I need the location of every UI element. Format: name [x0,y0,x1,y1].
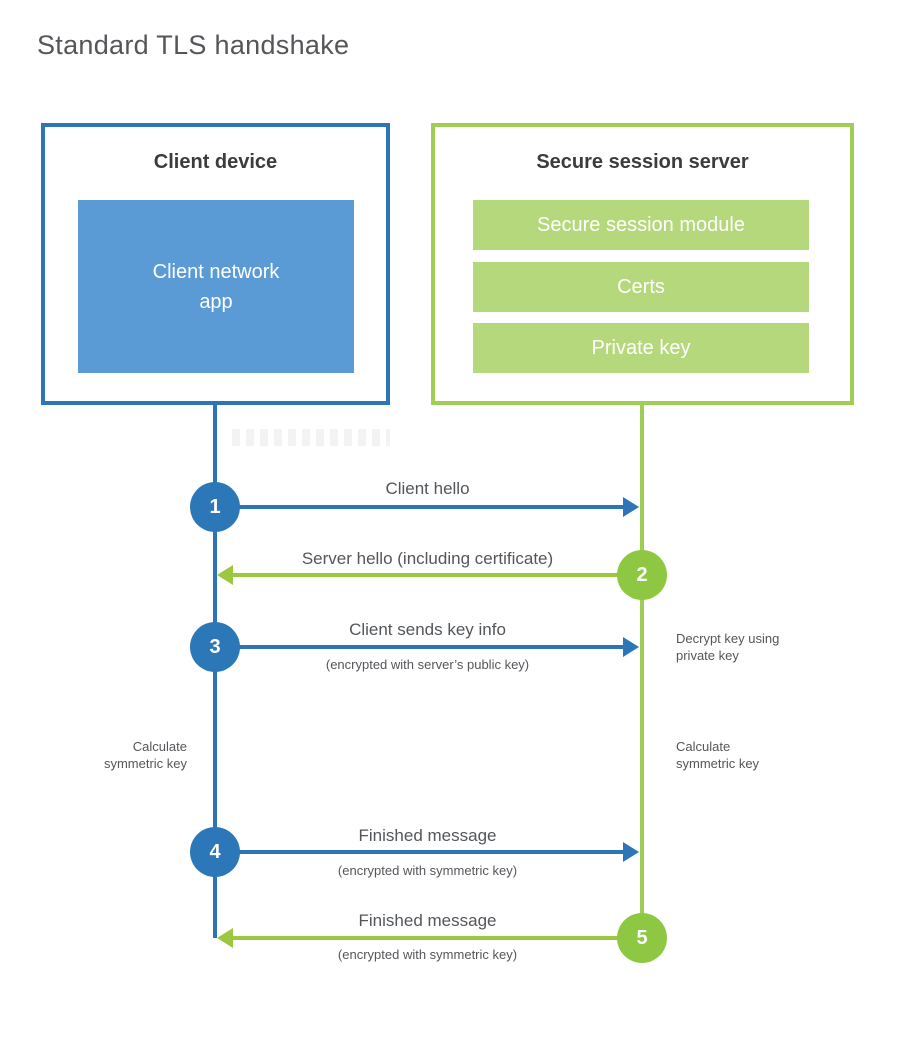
arrow-right-icon [623,842,639,862]
server-module-certs: Certs [473,262,809,312]
arrow-shaft [215,505,624,509]
client-network-app-label: Client network app [152,260,280,313]
flow-1-label: Client hello [385,479,470,498]
arrow-shaft [215,645,624,649]
flow-3-arrow [215,637,639,657]
arrow-left-icon [217,928,233,948]
flow-2-label: Server hello (including certificate) [301,549,554,568]
ghost-artifact [232,429,390,446]
note-decrypt-key: Decrypt key using private key [676,631,780,663]
flow-3-label: Client sends key info [349,620,506,639]
flow-5-label: Finished message [358,911,497,930]
page-title: Standard TLS handshake [37,30,350,60]
flow-5-sublabel: (encrypted with symmetric key) [337,947,518,962]
flow-4-arrow [215,842,639,862]
server-lifeline [640,405,644,938]
arrow-right-icon [623,637,639,657]
client-network-app-box: Client network app [78,200,354,373]
arrow-right-icon [623,497,639,517]
step-circle-1: 1 [190,482,240,532]
arrow-left-icon [217,565,233,585]
arrow-shaft [232,573,640,577]
server-module-private-key: Private key [473,323,809,373]
step-circle-5: 5 [617,913,667,963]
flow-2-arrow [217,565,640,585]
arrow-shaft [232,936,640,940]
flow-5-arrow [217,928,640,948]
step-circle-3: 3 [190,622,240,672]
flow-4-sublabel: (encrypted with symmetric key) [337,863,518,878]
step-circle-4: 4 [190,827,240,877]
client-device-title: Client device [153,151,278,173]
secure-session-server-title: Secure session server [536,151,749,173]
server-module-secure-session: Secure session module [473,200,809,250]
note-calculate-symmetric-server: Calculate symmetric key [676,739,760,771]
step-circle-2: 2 [617,550,667,600]
arrow-shaft [215,850,624,854]
flow-1-arrow [215,497,639,517]
flow-3-sublabel: (encrypted with server’s public key) [325,657,530,672]
flow-4-label: Finished message [358,826,497,845]
note-calculate-symmetric-client: Calculate symmetric key [103,739,187,771]
